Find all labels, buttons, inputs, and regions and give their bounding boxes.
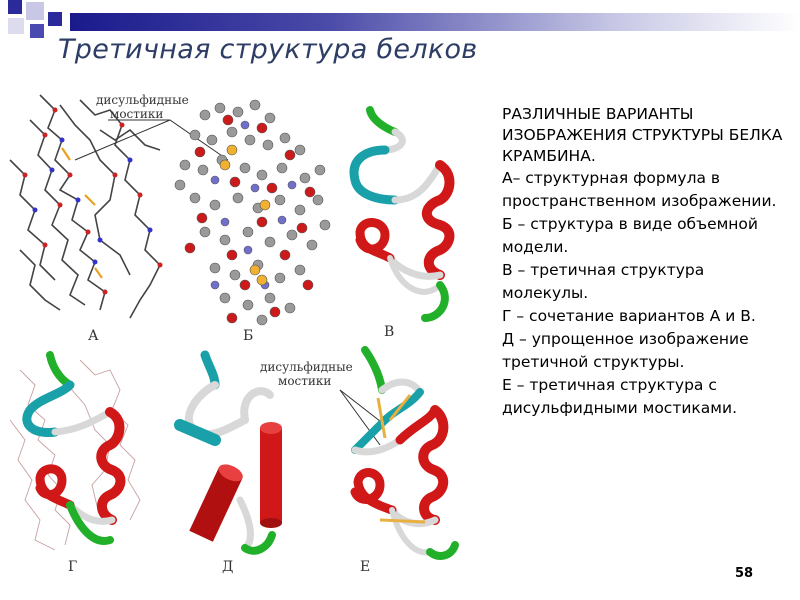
description-block: РАЗЛИЧНЫЕ ВАРИАНТЫ ИЗОБРАЖЕНИЯ СТРУКТУРЫ…	[502, 104, 787, 420]
panel-d-simplified	[174, 350, 276, 555]
panel-v-ribbon	[349, 106, 455, 322]
callout-top: дисульфидные мостики	[74, 93, 229, 161]
description-item: В – третичная структура молекулы.	[502, 261, 705, 302]
panel-a-disulfide-bonds	[61, 147, 103, 279]
description-item: Д – упрощенное изображение третичной стр…	[502, 330, 749, 371]
panel-e-ribbon	[350, 346, 459, 560]
decor-square	[30, 24, 44, 38]
panel-b-volume-model	[174, 99, 331, 326]
panel-label-g: Г	[68, 559, 77, 575]
panel-label-b: Б	[243, 328, 253, 344]
decor-square	[8, 18, 24, 34]
panel-label-v: В	[384, 324, 394, 340]
callout-bottom-line1: дисульфидные	[260, 360, 353, 374]
panel-a-structural-formula	[9, 94, 161, 319]
panel-e-disulfide-bonds	[376, 394, 426, 524]
panel-g-combined	[9, 359, 141, 551]
description-item: Е – третичная структура с дисульфидными …	[502, 376, 737, 417]
panel-a-atoms	[22, 107, 163, 295]
panel-label-d: Д	[222, 559, 233, 575]
decor-square	[26, 2, 44, 20]
description-item: Г – сочетание вариантов А и В.	[502, 307, 756, 325]
callout-bottom-line2: мостики	[278, 374, 331, 388]
callout-top-line1: дисульфидные	[96, 93, 189, 107]
crambin-figure: дисульфидные мостики	[9, 93, 459, 575]
decor-square	[48, 12, 62, 26]
panel-d-helix-cylinders	[189, 422, 282, 542]
slide-title: Третичная структура белков	[58, 34, 478, 65]
description-item: Б – структура в виде объемной модели.	[502, 215, 758, 256]
panel-label-a: А	[88, 328, 99, 344]
panel-g-ribbon	[22, 351, 126, 545]
page-number: 58	[735, 566, 754, 581]
header-bar	[70, 13, 800, 31]
decor-square	[8, 0, 22, 14]
description-item: А– структурная формула в пространственно…	[502, 169, 777, 210]
callout-top-line2: мостики	[110, 107, 163, 121]
panel-label-e: Е	[360, 559, 370, 575]
description-heading: РАЗЛИЧНЫЕ ВАРИАНТЫ ИЗОБРАЖЕНИЯ СТРУКТУРЫ…	[502, 105, 783, 165]
callout-bottom: дисульфидные мостики	[260, 360, 386, 446]
